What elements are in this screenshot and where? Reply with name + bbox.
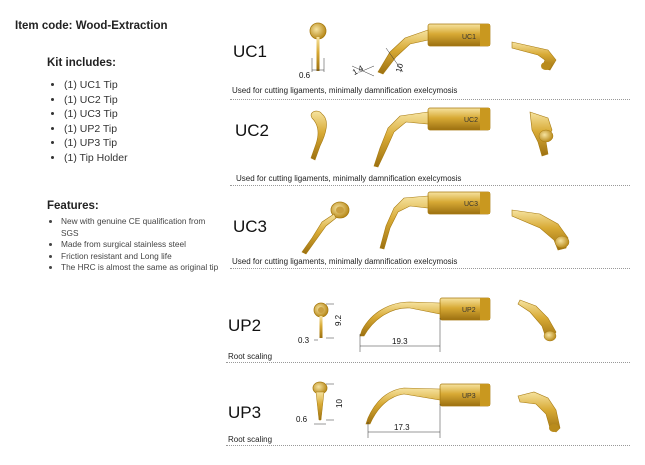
feature-item: The HRC is almost the same as original t… bbox=[61, 262, 221, 274]
features-title: Features: bbox=[47, 200, 99, 212]
dim-label: 9.2 bbox=[334, 314, 343, 326]
handpiece-label: UP2 bbox=[462, 307, 476, 314]
uc1-perspective-view bbox=[511, 41, 557, 71]
uc3-front-view bbox=[301, 201, 350, 255]
uc2-side-view bbox=[373, 107, 491, 168]
kit-item: (1) UC3 Tip bbox=[64, 107, 128, 122]
kit-list: (1) UC1 Tip (1) UC2 Tip (1) UC3 Tip (1) … bbox=[52, 78, 128, 166]
uc2-front-view bbox=[310, 110, 327, 161]
item-code: Item code: Wood-Extraction bbox=[15, 20, 168, 32]
tip-label-uc3: UC3 bbox=[233, 217, 268, 236]
dim-label: 19.3 bbox=[392, 337, 408, 346]
dim-label: 0.6 bbox=[299, 71, 311, 80]
dim-label: 10 bbox=[335, 399, 344, 408]
row-divider bbox=[226, 445, 630, 446]
feature-item: Friction resistant and Long life bbox=[61, 251, 221, 263]
feature-item: Made from surgical stainless steel bbox=[61, 239, 221, 251]
kit-title: Kit includes: bbox=[47, 57, 117, 69]
row-divider bbox=[230, 99, 630, 100]
up2-side-view bbox=[359, 297, 491, 352]
tip-desc-uc1: Used for cutting ligaments, minimally da… bbox=[232, 86, 458, 95]
kit-item: (1) UP3 Tip bbox=[64, 136, 128, 151]
kit-item: (1) UP2 Tip bbox=[64, 122, 128, 137]
tip-desc-uc2: Used for cutting ligaments, minimally da… bbox=[236, 174, 462, 183]
row-divider bbox=[230, 268, 630, 269]
dim-label: 0.6 bbox=[296, 415, 308, 424]
tip-label-up2: UP2 bbox=[228, 316, 262, 335]
uc1-front-view bbox=[309, 22, 327, 72]
kit-item: (1) UC2 Tip bbox=[64, 93, 128, 108]
dim-label: 10 bbox=[394, 62, 405, 73]
dim-label: 0.3 bbox=[298, 336, 310, 345]
handpiece-label: UC2 bbox=[464, 117, 478, 124]
uc1-side-view bbox=[351, 23, 491, 77]
up3-side-view bbox=[365, 383, 491, 438]
handpiece-label: UC1 bbox=[462, 34, 476, 41]
feature-item: New with genuine CE qualification from S… bbox=[61, 216, 221, 239]
tip-desc-up3: Root scaling bbox=[228, 435, 273, 444]
uc2-perspective-view bbox=[529, 111, 554, 157]
dim-label: 1.4 bbox=[351, 63, 366, 77]
kit-item: (1) Tip Holder bbox=[64, 151, 128, 166]
dim-label: 17.3 bbox=[394, 423, 410, 432]
features-list: New with genuine CE qualification from S… bbox=[50, 216, 221, 274]
kit-item: (1) UC1 Tip bbox=[64, 78, 128, 93]
uc3-perspective-view bbox=[511, 209, 570, 251]
uc3-side-view bbox=[379, 191, 491, 250]
tip-label-uc1: UC1 bbox=[233, 42, 268, 61]
handpiece-label: UC3 bbox=[464, 201, 478, 208]
tip-label-uc2: UC2 bbox=[235, 121, 270, 140]
tip-desc-up2: Root scaling bbox=[228, 352, 273, 361]
tip-desc-uc3: Used for cutting ligaments, minimally da… bbox=[232, 257, 458, 266]
row-divider bbox=[230, 185, 630, 186]
up3-perspective-view bbox=[517, 391, 561, 433]
row-divider bbox=[226, 362, 630, 363]
handpiece-label: UP3 bbox=[462, 393, 476, 400]
up2-perspective-view bbox=[517, 299, 557, 342]
tip-label-up3: UP3 bbox=[228, 403, 262, 422]
up3-front-view bbox=[312, 381, 334, 425]
up2-front-view bbox=[313, 302, 334, 341]
